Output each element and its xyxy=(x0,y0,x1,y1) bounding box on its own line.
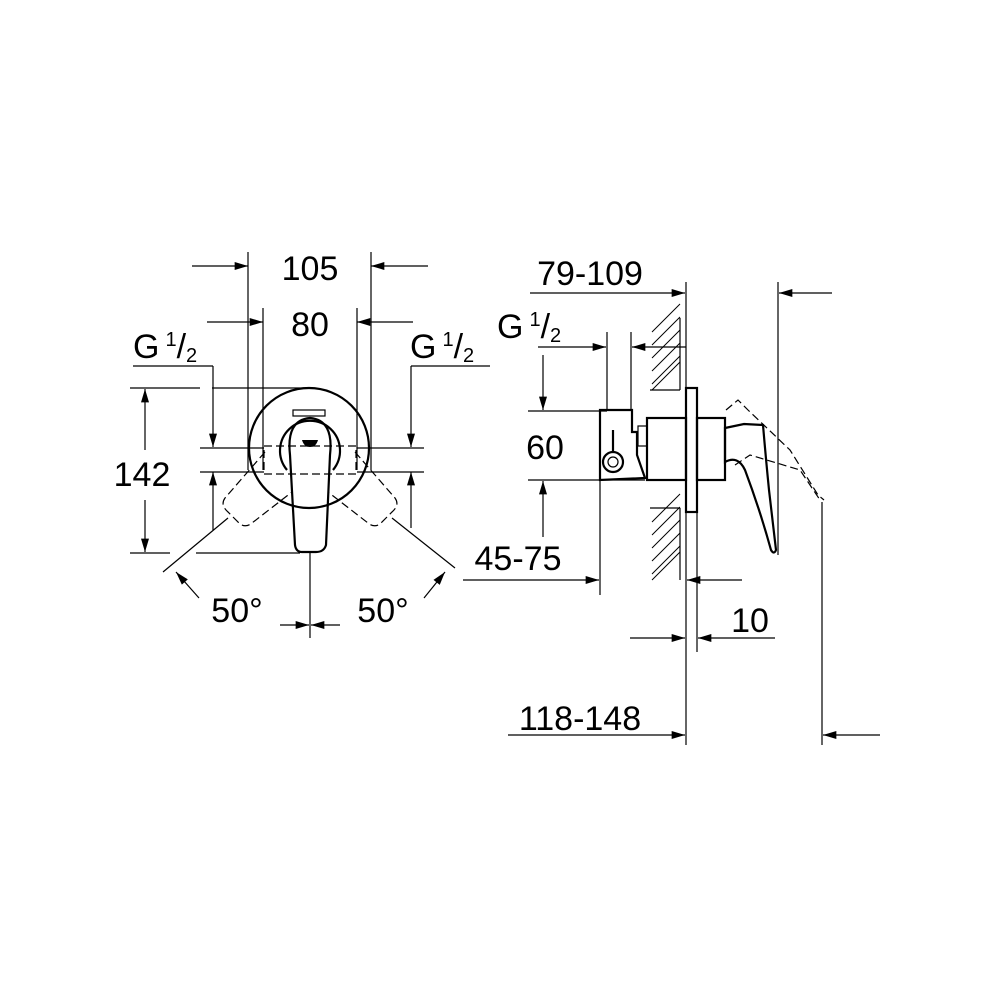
hatch-line xyxy=(651,545,681,575)
dim-total-118-148: 118-148 xyxy=(519,700,641,738)
angle-right-50: 50° xyxy=(357,592,408,630)
dim-width-80: 80 xyxy=(291,306,329,344)
hatch-line xyxy=(651,532,681,562)
hatch-line xyxy=(651,519,681,549)
hatch-line xyxy=(651,329,681,359)
dim-spacing-60: 60 xyxy=(526,429,564,467)
hatch-line xyxy=(651,303,681,333)
hatch-line xyxy=(651,342,681,372)
lever-rotated-right xyxy=(327,451,398,527)
dim-plate-10: 10 xyxy=(731,602,769,640)
cartridge-top xyxy=(292,409,326,417)
valve-body xyxy=(645,416,688,482)
dim-height-142: 142 xyxy=(114,456,171,494)
lever-handle xyxy=(288,416,332,554)
dim-depth-79-109: 79-109 xyxy=(537,255,643,293)
wall-hatching xyxy=(650,303,681,581)
cover-plate xyxy=(684,386,699,514)
lever-side xyxy=(723,422,778,554)
handle-hub-side xyxy=(695,416,727,482)
angle-left-50: 50° xyxy=(211,592,262,630)
escutcheon-plate xyxy=(247,386,371,510)
hatch-line xyxy=(651,551,681,581)
dim-width-105: 105 xyxy=(282,250,339,288)
lever-mark xyxy=(302,440,318,447)
hatch-line xyxy=(651,493,681,523)
hatch-line xyxy=(651,361,681,391)
hatch-line xyxy=(651,316,681,346)
handle-hub xyxy=(278,419,342,471)
lever-rotated-left xyxy=(222,451,293,527)
hidden-body xyxy=(263,445,357,475)
dim-body-45-75: 45-75 xyxy=(475,540,562,578)
hatch-line xyxy=(651,355,681,385)
lever-raised-ghost xyxy=(725,399,825,501)
hatch-line xyxy=(651,506,681,536)
inlet-port xyxy=(601,450,625,474)
